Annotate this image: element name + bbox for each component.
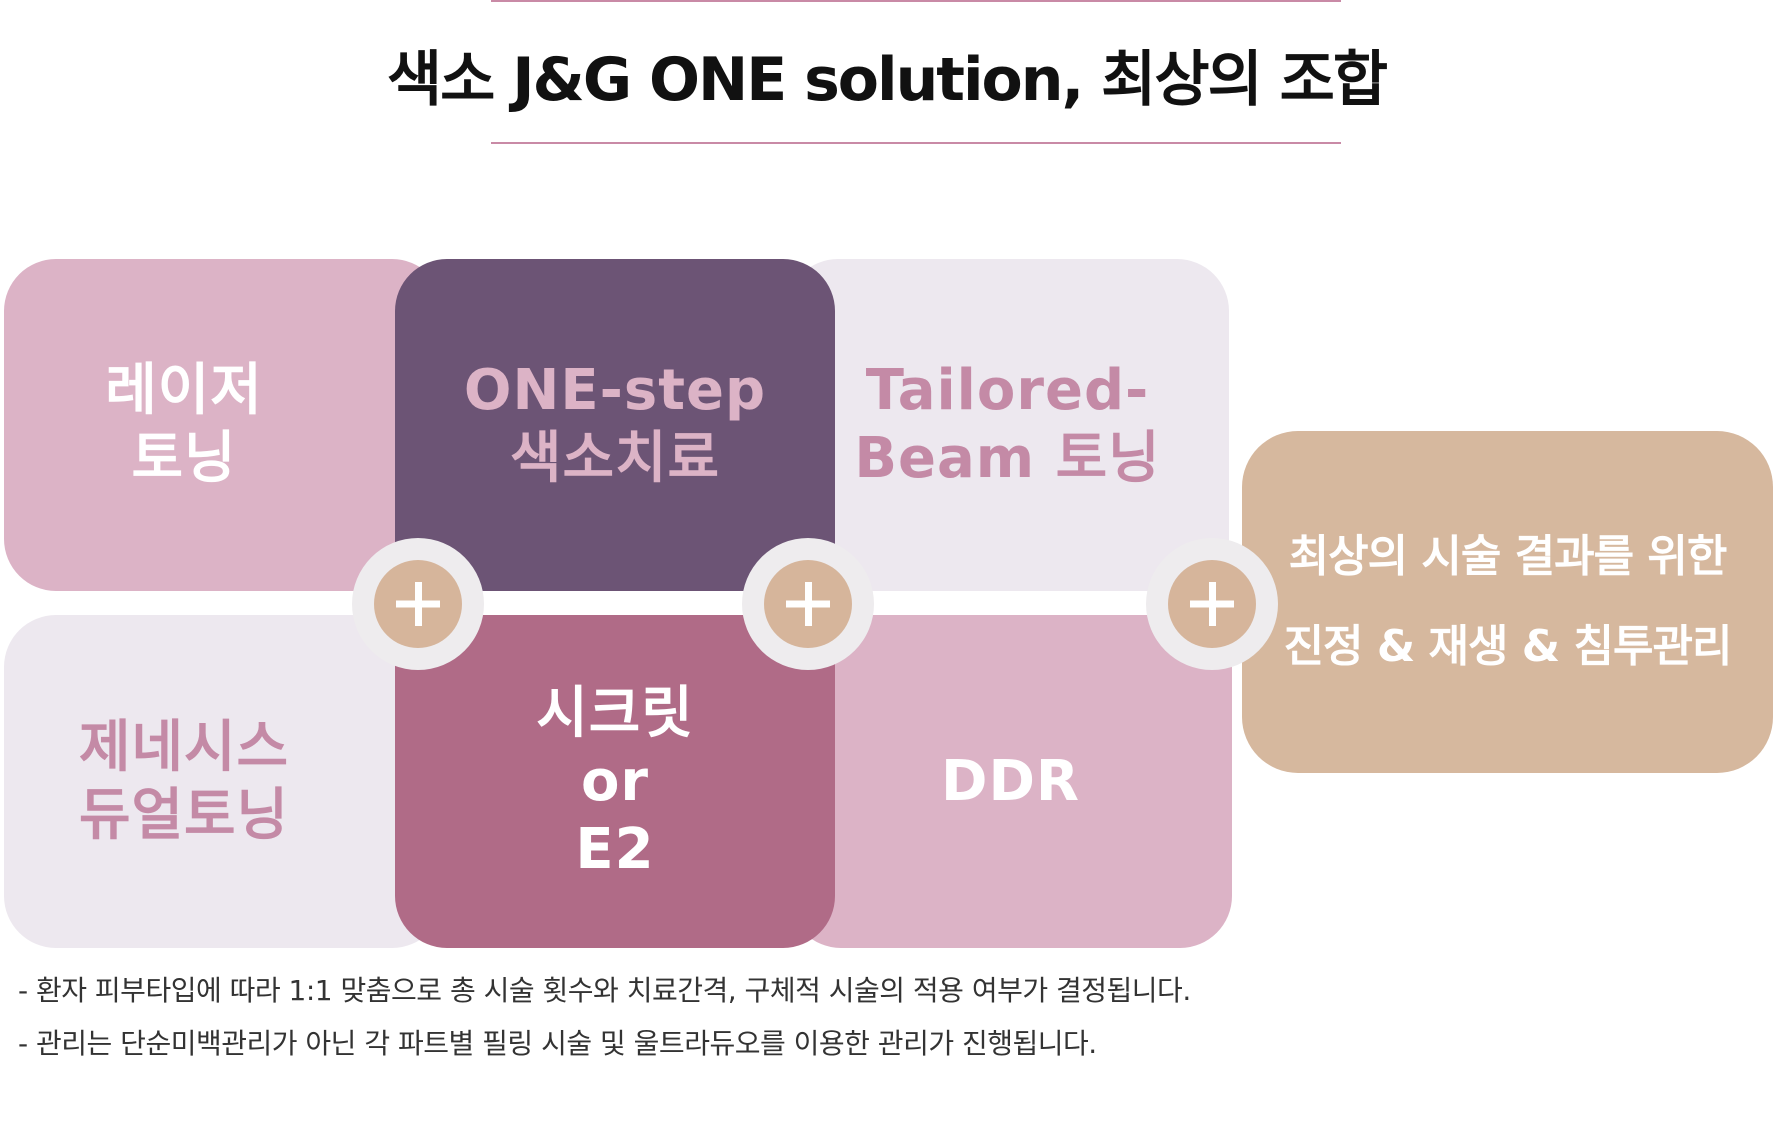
treatment-label: or bbox=[580, 748, 650, 814]
plus-icon bbox=[786, 582, 830, 626]
treatment-label: Beam 토닝 bbox=[854, 426, 1161, 491]
note-line: - 환자 피부타입에 따라 1:1 맞춤으로 총 시술 횟수와 치료간격, 구체… bbox=[18, 974, 1191, 1007]
plus-badge bbox=[1146, 538, 1278, 670]
treatment-label: 시크릿 bbox=[536, 680, 694, 746]
title-rule-bottom bbox=[491, 142, 1341, 144]
result-line: 진정 & 재생 & 침투관리 bbox=[1283, 621, 1733, 672]
treatment-label: 레이저 bbox=[105, 358, 263, 423]
treatment-one-step: ONE-step 색소치료 bbox=[395, 259, 835, 591]
treatment-label: 듀얼토닝 bbox=[78, 782, 290, 848]
treatment-label: Tailored- bbox=[865, 358, 1150, 423]
treatment-genesis-dual-toning: 제네시스 듀얼토닝 bbox=[4, 615, 444, 948]
result-box: 최상의 시술 결과를 위한 진정 & 재생 & 침투관리 bbox=[1242, 431, 1773, 773]
note-line: - 관리는 단순미백관리가 아닌 각 파트별 필링 시술 및 울트라듀오를 이용… bbox=[18, 1027, 1097, 1060]
treatment-laser-toning: 레이저 토닝 bbox=[4, 259, 444, 591]
treatment-label: DDR bbox=[940, 748, 1081, 814]
treatment-secret-or-e2: 시크릿 or E2 bbox=[395, 615, 835, 948]
treatment-label: 제네시스 bbox=[78, 714, 290, 780]
title-rule-top bbox=[491, 0, 1341, 2]
result-line: 최상의 시술 결과를 위한 bbox=[1288, 531, 1728, 582]
treatment-label: 토닝 bbox=[131, 426, 237, 491]
plus-icon bbox=[1190, 582, 1234, 626]
treatment-label: 색소치료 bbox=[509, 426, 721, 491]
treatment-label: E2 bbox=[575, 816, 655, 882]
plus-icon bbox=[396, 582, 440, 626]
treatment-tailored-beam-toning: Tailored- Beam 토닝 bbox=[786, 259, 1229, 591]
plus-badge bbox=[352, 538, 484, 670]
page-title: 색소 J&G ONE solution, 최상의 조합 bbox=[386, 45, 1388, 115]
treatment-label: ONE-step bbox=[463, 358, 767, 423]
plus-badge bbox=[742, 538, 874, 670]
treatment-ddr: DDR bbox=[789, 615, 1232, 948]
